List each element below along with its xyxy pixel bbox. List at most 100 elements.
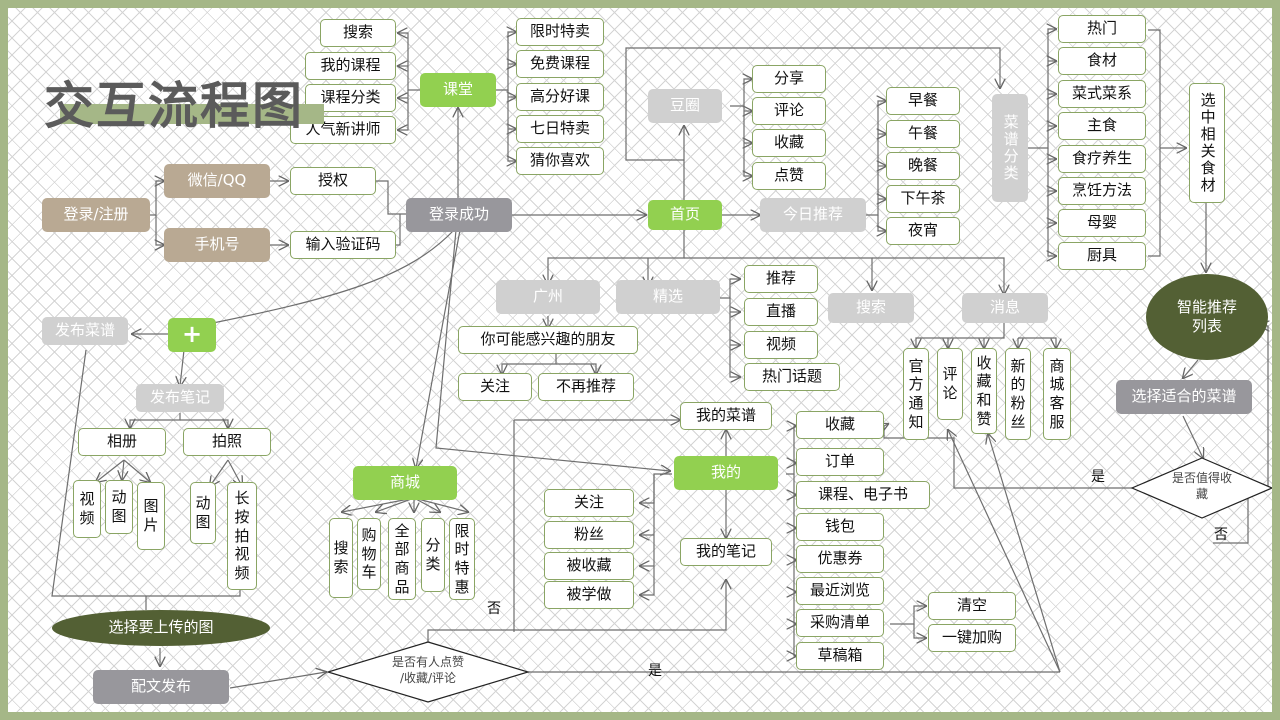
category-staple[interactable]: 主食 xyxy=(1058,112,1146,140)
message-comments[interactable]: 评论 xyxy=(937,348,963,420)
meal-breakfast[interactable]: 早餐 xyxy=(886,87,960,115)
mine-menu-courses-ebooks[interactable]: 课程、电子书 xyxy=(796,481,930,509)
mine-menu-coupons[interactable]: 优惠券 xyxy=(796,545,884,573)
no-label-bottom: 否 xyxy=(487,601,501,617)
mine-learned[interactable]: 被学做 xyxy=(544,581,634,609)
picks-live[interactable]: 直播 xyxy=(744,298,818,326)
douquan-share[interactable]: 分享 xyxy=(752,65,826,93)
album-video[interactable]: 视频 xyxy=(73,480,101,538)
photo-gif[interactable]: 动图 xyxy=(190,482,216,544)
today-recommend-node[interactable]: 今日推荐 xyxy=(760,198,866,232)
classroom-free-courses[interactable]: 免费课程 xyxy=(516,50,604,78)
select-ingredients-node[interactable]: 选中相关食材 xyxy=(1189,83,1225,203)
album-image[interactable]: 图片 xyxy=(137,482,165,550)
photo-long-press-video[interactable]: 长按拍视频 xyxy=(227,482,257,590)
message-mall-service[interactable]: 商城客服 xyxy=(1043,348,1071,440)
douquan-collect[interactable]: 收藏 xyxy=(752,129,826,157)
picks-hot-topics[interactable]: 热门话题 xyxy=(744,363,840,391)
meal-lunch[interactable]: 午餐 xyxy=(886,120,960,148)
classroom-node[interactable]: 课堂 xyxy=(420,73,496,107)
category-cuisine[interactable]: 菜式菜系 xyxy=(1058,80,1146,108)
picks-video[interactable]: 视频 xyxy=(744,331,818,359)
category-diet-therapy[interactable]: 食疗养生 xyxy=(1058,145,1146,173)
mine-node[interactable]: 我的 xyxy=(674,456,778,490)
publish-note-node[interactable]: 发布笔记 xyxy=(136,384,224,412)
category-kitchenware[interactable]: 厨具 xyxy=(1058,242,1146,270)
mall-all-products[interactable]: 全部商品 xyxy=(388,518,416,600)
no-recommend-button[interactable]: 不再推荐 xyxy=(538,373,634,401)
message-official-notice[interactable]: 官方通知 xyxy=(903,348,929,440)
shopping-list-clear[interactable]: 清空 xyxy=(928,592,1016,620)
meal-afternoon-tea[interactable]: 下午茶 xyxy=(886,185,960,213)
bottom-decision-text: 是否有人点赞 /收藏/评论 xyxy=(378,654,478,686)
bottom-decision-line1: 是否有人点赞 xyxy=(391,655,464,669)
login-register-node[interactable]: 登录/注册 xyxy=(42,198,150,232)
mine-menu-shopping-list[interactable]: 采购清单 xyxy=(796,609,884,637)
category-hot[interactable]: 热门 xyxy=(1058,15,1146,43)
mall-cart[interactable]: 购物车 xyxy=(357,518,381,590)
enter-code-node[interactable]: 输入验证码 xyxy=(290,231,396,259)
classroom-search[interactable]: 搜索 xyxy=(320,19,396,47)
login-success-node[interactable]: 登录成功 xyxy=(406,198,512,232)
mine-menu-orders[interactable]: 订单 xyxy=(796,448,884,476)
yes-label-bottom: 是 xyxy=(648,663,662,679)
mine-menu-recent[interactable]: 最近浏览 xyxy=(796,577,884,605)
yes-label-right: 是 xyxy=(1091,469,1105,485)
mall-search[interactable]: 搜索 xyxy=(329,518,353,598)
flowchart-canvas: 交互流程图 登录/注册 微信/QQ 手机号 授权 输入验证码 登录成功 课堂 搜… xyxy=(8,8,1272,712)
title-underline xyxy=(60,104,324,124)
category-cooking-method[interactable]: 烹饪方法 xyxy=(1058,177,1146,205)
photo-node[interactable]: 拍照 xyxy=(183,428,271,456)
tab-city[interactable]: 广州 xyxy=(496,280,600,314)
mine-collected[interactable]: 被收藏 xyxy=(544,552,634,580)
douquan-like[interactable]: 点赞 xyxy=(752,162,826,190)
mine-menu-collect[interactable]: 收藏 xyxy=(796,411,884,439)
mine-menu-wallet[interactable]: 钱包 xyxy=(796,513,884,541)
douquan-comment[interactable]: 评论 xyxy=(752,97,826,125)
phone-node[interactable]: 手机号 xyxy=(164,228,270,262)
publish-recipe-node[interactable]: 发布菜谱 xyxy=(42,317,128,345)
category-maternal-baby[interactable]: 母婴 xyxy=(1058,209,1146,237)
classroom-my-courses[interactable]: 我的课程 xyxy=(305,52,396,80)
message-new-fans[interactable]: 新的粉丝 xyxy=(1005,348,1031,440)
meal-late-snack[interactable]: 夜宵 xyxy=(886,217,960,245)
tab-messages[interactable]: 消息 xyxy=(962,293,1048,323)
message-collects-likes[interactable]: 收藏和赞 xyxy=(971,348,997,434)
album-gif[interactable]: 动图 xyxy=(105,480,133,534)
classroom-top-rated[interactable]: 高分好课 xyxy=(516,83,604,111)
mine-menu-drafts[interactable]: 草稿箱 xyxy=(796,642,884,670)
tab-search[interactable]: 搜索 xyxy=(828,293,914,323)
interested-friends-node[interactable]: 你可能感兴趣的朋友 xyxy=(458,326,638,354)
home-node[interactable]: 首页 xyxy=(648,200,722,230)
classroom-popular-teachers[interactable]: 人气新讲师 xyxy=(290,116,396,144)
no-label-right: 否 xyxy=(1214,527,1228,543)
mine-following[interactable]: 关注 xyxy=(544,489,634,517)
wechat-qq-node[interactable]: 微信/QQ xyxy=(164,164,270,198)
authorize-node[interactable]: 授权 xyxy=(290,167,376,195)
classroom-guess-you-like[interactable]: 猜你喜欢 xyxy=(516,147,604,175)
follow-button[interactable]: 关注 xyxy=(458,373,532,401)
collect-decision-text: 是否值得收藏 xyxy=(1172,471,1233,502)
choose-recipe-node[interactable]: 选择适合的菜谱 xyxy=(1116,380,1252,414)
meal-dinner[interactable]: 晚餐 xyxy=(886,152,960,180)
plus-button[interactable]: + xyxy=(168,318,216,352)
publish-with-text-node[interactable]: 配文发布 xyxy=(93,670,229,704)
classroom-flash-sale[interactable]: 限时特卖 xyxy=(516,18,604,46)
classroom-7day-sale[interactable]: 七日特卖 xyxy=(516,115,604,143)
mall-node[interactable]: 商城 xyxy=(353,466,457,500)
choose-upload-image-label: 选择要上传的图 xyxy=(108,618,214,637)
choose-upload-image[interactable]: 选择要上传的图 xyxy=(52,610,270,646)
my-recipes-node[interactable]: 我的菜谱 xyxy=(680,402,772,430)
tab-picks[interactable]: 精选 xyxy=(616,280,720,314)
my-notes-node[interactable]: 我的笔记 xyxy=(680,538,772,566)
mall-categories[interactable]: 分类 xyxy=(421,518,445,592)
douquan-node[interactable]: 豆圈 xyxy=(648,89,722,123)
smart-recommend-list[interactable]: 智能推荐列表 xyxy=(1146,274,1268,360)
mine-fans[interactable]: 粉丝 xyxy=(544,521,634,549)
shopping-list-add-all[interactable]: 一键加购 xyxy=(928,624,1016,652)
recipe-category-node[interactable]: 菜谱分类 xyxy=(992,94,1028,202)
category-ingredients[interactable]: 食材 xyxy=(1058,47,1146,75)
picks-recommend[interactable]: 推荐 xyxy=(744,265,818,293)
mall-flash-deals[interactable]: 限时特惠 xyxy=(449,518,475,600)
album-node[interactable]: 相册 xyxy=(78,428,166,456)
